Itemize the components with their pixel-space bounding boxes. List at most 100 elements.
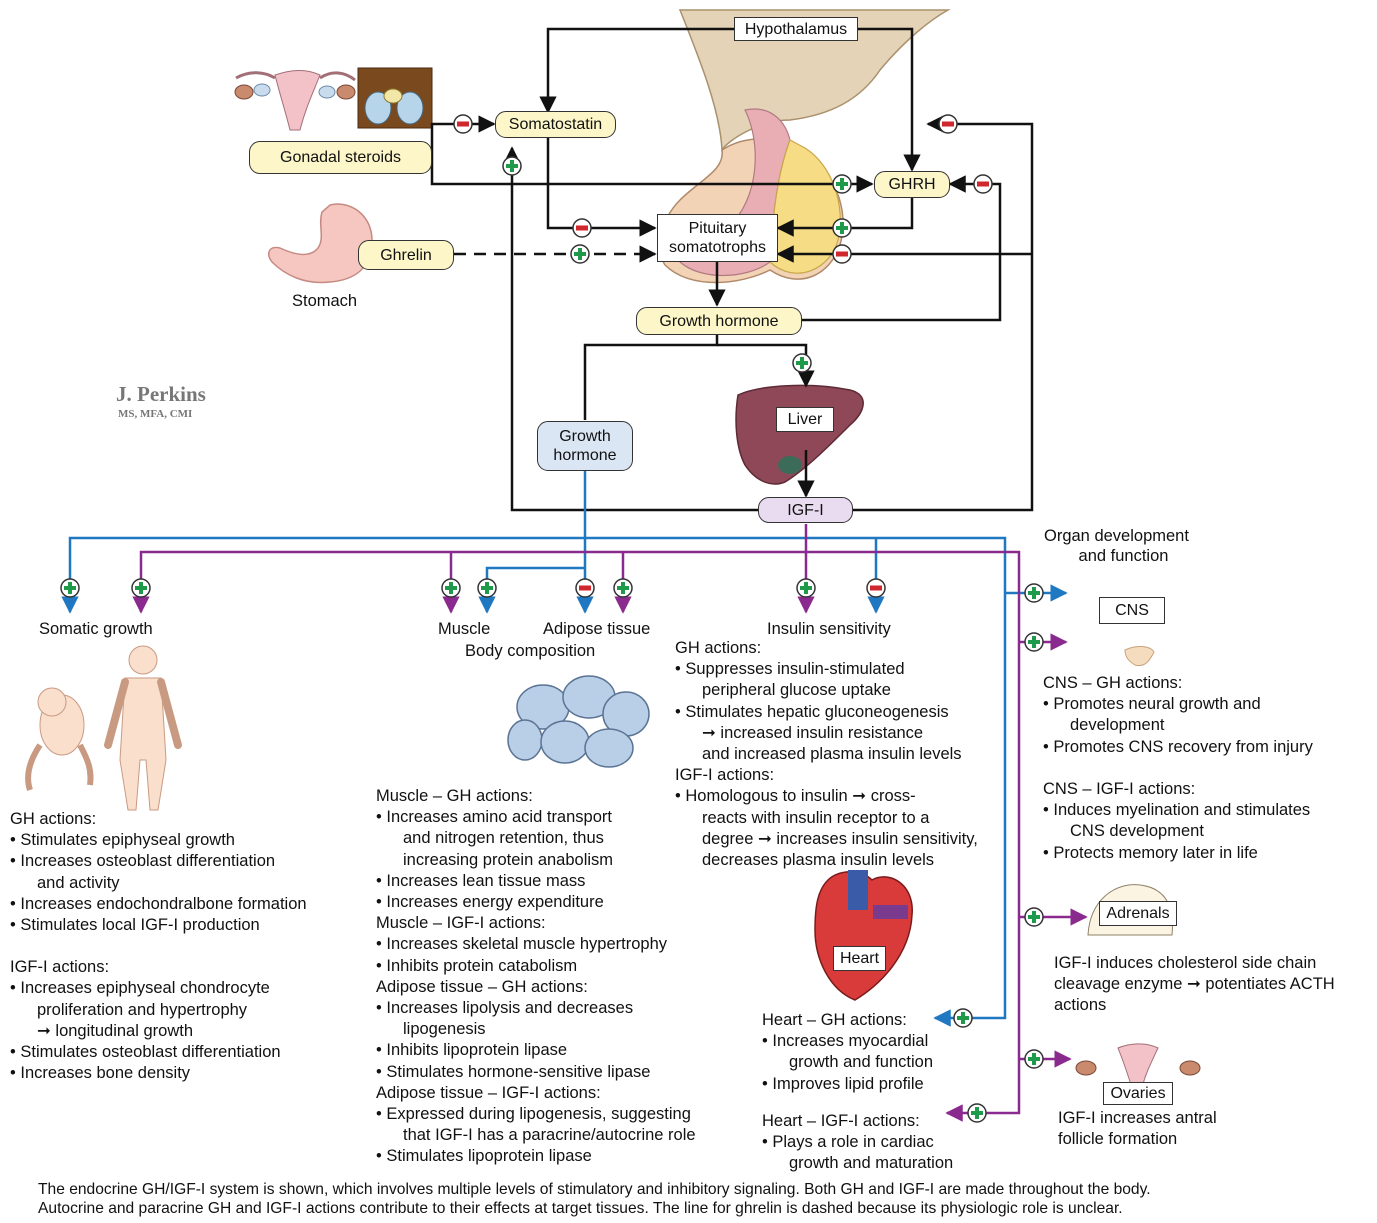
- heart-igf-line: Heart – IGF-I actions:: [762, 1111, 953, 1132]
- inhibitory-minus-sign: [576, 579, 594, 597]
- insulin-line: peripheral glucose uptake: [675, 680, 978, 701]
- somatic-line: proliferation and hypertrophy: [10, 1000, 307, 1021]
- body-line: lipogenesis: [376, 1019, 696, 1040]
- somatic-line: GH actions:: [10, 809, 307, 830]
- signature-name: J. Perkins: [116, 382, 206, 407]
- pituitary-line-2: somatotrophs: [669, 238, 766, 257]
- stimulatory-plus-sign: [968, 1104, 986, 1122]
- stimulatory-plus-sign: [442, 579, 460, 597]
- cns-igf-line: • Protects memory later in life: [1043, 843, 1310, 864]
- stomach-label: Stomach: [292, 291, 357, 311]
- cns-gh-line: development: [1043, 715, 1313, 736]
- heart-gh-line: • Increases myocardial: [762, 1031, 933, 1052]
- body-line: Adipose tissue – IGF-I actions:: [376, 1083, 696, 1104]
- stimulatory-plus-sign: [833, 175, 851, 193]
- stimulatory-plus-sign: [1025, 1050, 1043, 1068]
- stimulatory-plus-sign: [1025, 584, 1043, 602]
- cns-igf-line: CNS development: [1043, 821, 1310, 842]
- organ-development-label: Organ development and function: [1044, 526, 1189, 566]
- somatic-line: and activity: [10, 873, 307, 894]
- body-composition-label: Body composition: [465, 641, 595, 661]
- body-line: that IGF-I has a paracrine/autocrine rol…: [376, 1125, 696, 1146]
- somatic-growth-label: Somatic growth: [39, 619, 153, 639]
- cns-igf-line: CNS – IGF-I actions:: [1043, 779, 1310, 800]
- caption-line-2: Autocrine and paracrine GH and IGF-I act…: [38, 1199, 1358, 1218]
- somatic-line: • Increases endochondralbone formation: [10, 894, 307, 915]
- stimulatory-plus-sign: [61, 579, 79, 597]
- pituitary-line-1: Pituitary: [689, 219, 747, 238]
- inhibitory-minus-sign: [454, 115, 472, 133]
- growth-hormone-circulating-box: Growth hormone: [537, 421, 633, 471]
- insulin-line: and increased plasma insulin levels: [675, 744, 978, 765]
- ovaries-box: Ovaries: [1103, 1082, 1173, 1105]
- somatic-line: [10, 936, 307, 957]
- adipose-cells-illustration: [508, 676, 649, 767]
- adult-body-illustration: [108, 646, 178, 810]
- somatic-line: • Stimulates epiphyseal growth: [10, 830, 307, 851]
- adipose-tissue-label: Adipose tissue: [543, 619, 650, 639]
- inhibitory-minus-sign: [939, 115, 957, 133]
- body-line: Muscle – IGF-I actions:: [376, 913, 696, 934]
- insulin-line: ➞ increased insulin resistance: [675, 723, 978, 744]
- heart-illustration: [815, 870, 912, 1000]
- stimulatory-plus-sign: [797, 579, 815, 597]
- stimulatory-plus-sign: [503, 157, 521, 175]
- body-line: • Inhibits protein catabolism: [376, 956, 696, 977]
- somatic-line: • Increases bone density: [10, 1063, 307, 1084]
- body-line: increasing protein anabolism: [376, 850, 696, 871]
- insulin-line: • Homologous to insulin ➞ cross-: [675, 786, 978, 807]
- stimulatory-plus-sign: [1025, 908, 1043, 926]
- adrenals-line: actions: [1054, 995, 1335, 1016]
- baby-illustration: [28, 688, 90, 790]
- organ-dev-line-2: and function: [1044, 546, 1189, 566]
- body-line: • Increases lipolysis and decreases: [376, 998, 696, 1019]
- inhibitory-minus-sign: [573, 219, 591, 237]
- body-line: • Increases energy expenditure: [376, 892, 696, 913]
- liver-illustration: [736, 385, 863, 484]
- uterus-illustration: [235, 70, 355, 130]
- body-line: • Expressed during lipogenesis, suggesti…: [376, 1104, 696, 1125]
- somatic-growth-actions: GH actions:• Stimulates epiphyseal growt…: [10, 809, 307, 1084]
- insulin-sensitivity-label: Insulin sensitivity: [767, 619, 891, 639]
- adrenals-line: IGF-I induces cholesterol side chain: [1054, 953, 1335, 974]
- somatic-line: • Stimulates osteoblast differentiation: [10, 1042, 307, 1063]
- figure-caption: The endocrine GH/IGF-I system is shown, …: [38, 1180, 1358, 1218]
- heart-gh-line: • Improves lipid profile: [762, 1074, 933, 1095]
- ghrh-box: GHRH: [874, 171, 950, 198]
- heart-igf1-actions: Heart – IGF-I actions:• Plays a role in …: [762, 1111, 953, 1175]
- testes-illustration: [358, 68, 432, 128]
- somatostatin-box: Somatostatin: [495, 111, 616, 138]
- gh-circ-line-1: Growth: [559, 427, 611, 446]
- body-line: • Inhibits lipoprotein lipase: [376, 1040, 696, 1061]
- stimulatory-plus-sign: [571, 245, 589, 263]
- heart-gh-actions: Heart – GH actions:• Increases myocardia…: [762, 1010, 933, 1095]
- ovaries-line: follicle formation: [1058, 1129, 1217, 1150]
- adrenals-line: cleavage enzyme ➞ potentiates ACTH: [1054, 974, 1335, 995]
- stimulatory-plus-sign: [132, 579, 150, 597]
- adrenals-box: Adrenals: [1099, 901, 1177, 926]
- caption-line-1: The endocrine GH/IGF-I system is shown, …: [38, 1180, 1358, 1199]
- somatic-line: IGF-I actions:: [10, 957, 307, 978]
- stomach-illustration: [269, 204, 372, 282]
- signature-credentials: MS, MFA, CMI: [118, 408, 192, 420]
- somatic-line: • Increases epiphyseal chondrocyte: [10, 978, 307, 999]
- heart-igf-line: growth and maturation: [762, 1153, 953, 1174]
- body-line: • Stimulates hormone-sensitive lipase: [376, 1062, 696, 1083]
- body-line: Adipose tissue – GH actions:: [376, 977, 696, 998]
- insulin-line: degree ➞ increases insulin sensitivity,: [675, 829, 978, 850]
- stimulatory-plus-sign: [1025, 633, 1043, 651]
- cns-igf-line: • Induces myelination and stimulates: [1043, 800, 1310, 821]
- ovaries-line: IGF-I increases antral: [1058, 1108, 1217, 1129]
- stimulatory-plus-sign: [614, 579, 632, 597]
- somatic-line: ➞ longitudinal growth: [10, 1021, 307, 1042]
- body-line: Muscle – GH actions:: [376, 786, 696, 807]
- inhibitory-minus-sign: [867, 579, 885, 597]
- insulin-line: • Stimulates hepatic gluconeogenesis: [675, 702, 978, 723]
- insulin-line: IGF-I actions:: [675, 765, 978, 786]
- body-line: • Stimulates lipoprotein lipase: [376, 1146, 696, 1167]
- body-line: and nitrogen retention, thus: [376, 828, 696, 849]
- somatic-line: • Increases osteoblast differentiation: [10, 851, 307, 872]
- insulin-line: decreases plasma insulin levels: [675, 850, 978, 871]
- stimulatory-plus-sign: [954, 1009, 972, 1027]
